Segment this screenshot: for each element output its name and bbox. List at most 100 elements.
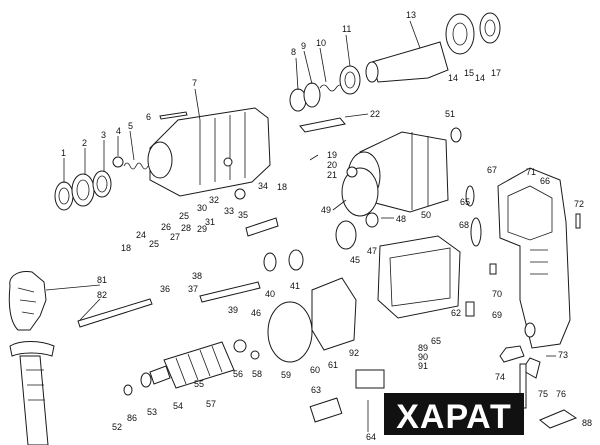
callout-60: 60 bbox=[310, 365, 320, 375]
callout-46: 46 bbox=[251, 308, 261, 318]
callout-19: 19 bbox=[327, 150, 337, 160]
callout-33: 33 bbox=[224, 206, 234, 216]
callout-47: 47 bbox=[367, 246, 377, 256]
callout-1: 1 bbox=[61, 148, 66, 158]
callout-75: 75 bbox=[538, 389, 548, 399]
side-handle bbox=[8, 271, 55, 445]
callout-40: 40 bbox=[265, 289, 275, 299]
watermark-box bbox=[384, 393, 524, 435]
gear-housing bbox=[147, 107, 271, 197]
callout-11: 11 bbox=[342, 24, 351, 34]
main-housing bbox=[497, 167, 571, 349]
callout-56: 56 bbox=[233, 369, 243, 379]
callout-26: 26 bbox=[161, 222, 171, 232]
callout-53: 53 bbox=[147, 407, 157, 417]
callout-4: 4 bbox=[116, 126, 121, 136]
callout-30: 30 bbox=[197, 203, 207, 213]
clutch-rings bbox=[289, 65, 361, 112]
callout-49: 49 bbox=[321, 205, 331, 215]
screw bbox=[159, 111, 188, 120]
depth-rod bbox=[77, 298, 153, 328]
callout-57: 57 bbox=[206, 399, 216, 409]
callout-72: 72 bbox=[574, 199, 584, 209]
leader-lines bbox=[45, 20, 556, 432]
callout-55: 55 bbox=[194, 379, 204, 389]
callout-6: 6 bbox=[146, 112, 151, 122]
callout-15: 15 bbox=[464, 68, 474, 78]
callout-62: 62 bbox=[451, 308, 461, 318]
callout-54: 54 bbox=[173, 401, 183, 411]
callout-81: 81 bbox=[97, 275, 107, 285]
callout-89: 89 bbox=[418, 343, 428, 353]
wrench-plate bbox=[299, 117, 346, 133]
watermark: ХАРАТ bbox=[384, 393, 524, 436]
small-parts bbox=[123, 166, 581, 429]
parts-drawing bbox=[8, 12, 581, 445]
callout-45: 45 bbox=[350, 255, 360, 265]
callout-28: 28 bbox=[181, 223, 191, 233]
callout-63: 63 bbox=[311, 385, 321, 395]
field-coil bbox=[311, 277, 357, 351]
capacitor bbox=[355, 369, 385, 389]
callout-13: 13 bbox=[406, 10, 416, 20]
callout-50: 50 bbox=[421, 210, 431, 220]
callout-14b: 14 bbox=[475, 73, 485, 83]
ring-49 bbox=[341, 167, 379, 217]
switch-block bbox=[309, 397, 343, 423]
callout-86: 86 bbox=[127, 413, 137, 423]
callout-8: 8 bbox=[291, 47, 296, 57]
callout-34: 34 bbox=[258, 181, 268, 191]
callout-24: 24 bbox=[136, 230, 146, 240]
armature bbox=[149, 341, 235, 389]
callout-91: 91 bbox=[418, 361, 428, 371]
callout-27: 27 bbox=[170, 232, 180, 242]
callout-92: 92 bbox=[349, 348, 359, 358]
callout-37: 37 bbox=[188, 284, 198, 294]
callout-32: 32 bbox=[209, 195, 219, 205]
callout-22: 22 bbox=[370, 109, 380, 119]
callout-61: 61 bbox=[328, 360, 338, 370]
callout-21: 21 bbox=[327, 170, 337, 180]
callout-64: 64 bbox=[366, 432, 376, 442]
callout-74: 74 bbox=[495, 372, 505, 382]
callout-36: 36 bbox=[160, 284, 170, 294]
callout-88: 88 bbox=[582, 418, 592, 428]
callout-90: 90 bbox=[418, 352, 428, 362]
callout-59: 59 bbox=[281, 370, 291, 380]
callout-3: 3 bbox=[101, 130, 106, 140]
callout-52: 52 bbox=[112, 422, 122, 432]
callout-18b: 18 bbox=[121, 243, 131, 253]
callout-39: 39 bbox=[228, 305, 238, 315]
callout-82: 82 bbox=[97, 290, 107, 300]
spindle bbox=[365, 12, 501, 83]
callout-38: 38 bbox=[192, 271, 202, 281]
callout-29: 29 bbox=[197, 224, 207, 234]
callout-51: 51 bbox=[445, 109, 455, 119]
callout-41: 41 bbox=[290, 281, 300, 291]
callout-14a: 14 bbox=[448, 73, 458, 83]
callout-66: 66 bbox=[540, 176, 550, 186]
callout-65b: 65 bbox=[460, 197, 470, 207]
callout-9: 9 bbox=[301, 41, 306, 51]
callout-5: 5 bbox=[128, 121, 133, 131]
callout-2: 2 bbox=[82, 138, 87, 148]
callout-25a: 25 bbox=[149, 239, 159, 249]
callout-65a: 65 bbox=[431, 336, 441, 346]
callout-67: 67 bbox=[487, 165, 497, 175]
callout-18a: 18 bbox=[277, 182, 287, 192]
callout-48: 48 bbox=[396, 214, 406, 224]
callout-numbers: 1 2 3 4 5 6 7 8 9 10 11 13 14 15 14 17 1… bbox=[61, 10, 592, 442]
callout-58: 58 bbox=[252, 369, 262, 379]
callout-68: 68 bbox=[459, 220, 469, 230]
callout-17: 17 bbox=[491, 68, 501, 78]
callout-69: 69 bbox=[492, 310, 502, 320]
callout-70: 70 bbox=[492, 289, 502, 299]
callout-71: 71 bbox=[526, 167, 536, 177]
callout-7: 7 bbox=[192, 78, 197, 88]
watermark-text: ХАРАТ bbox=[396, 398, 512, 436]
front-rings bbox=[54, 156, 149, 211]
callout-76: 76 bbox=[556, 389, 566, 399]
callout-25b: 25 bbox=[179, 211, 189, 221]
stator bbox=[377, 235, 461, 319]
